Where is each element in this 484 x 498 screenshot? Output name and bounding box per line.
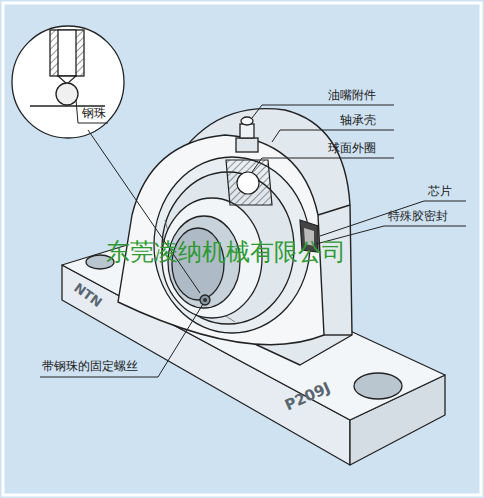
part-label: 特殊胶密封 — [388, 209, 448, 223]
part-label: 带钢珠的固定螺丝 — [42, 359, 138, 373]
grease-fitting — [236, 117, 258, 152]
set-screw — [200, 295, 210, 305]
cast-marking: NTN — [71, 280, 105, 311]
cast-marking: P209J — [282, 379, 333, 415]
part-label: 油嘴附件 — [328, 88, 376, 102]
part-label: 芯片 — [428, 184, 452, 198]
frame — [3, 3, 481, 495]
steel-ball — [237, 172, 259, 194]
housing — [118, 109, 352, 365]
watermark: 东莞凌纳机械有限公司 — [106, 238, 346, 267]
part-label: 球面外圈 — [328, 141, 376, 155]
leader-lines — [40, 100, 466, 377]
steel-ball — [56, 83, 78, 105]
part-label: 钢珠 — [82, 106, 106, 120]
part-label: 轴承壳 — [340, 113, 376, 127]
bolt-hole — [354, 373, 402, 399]
